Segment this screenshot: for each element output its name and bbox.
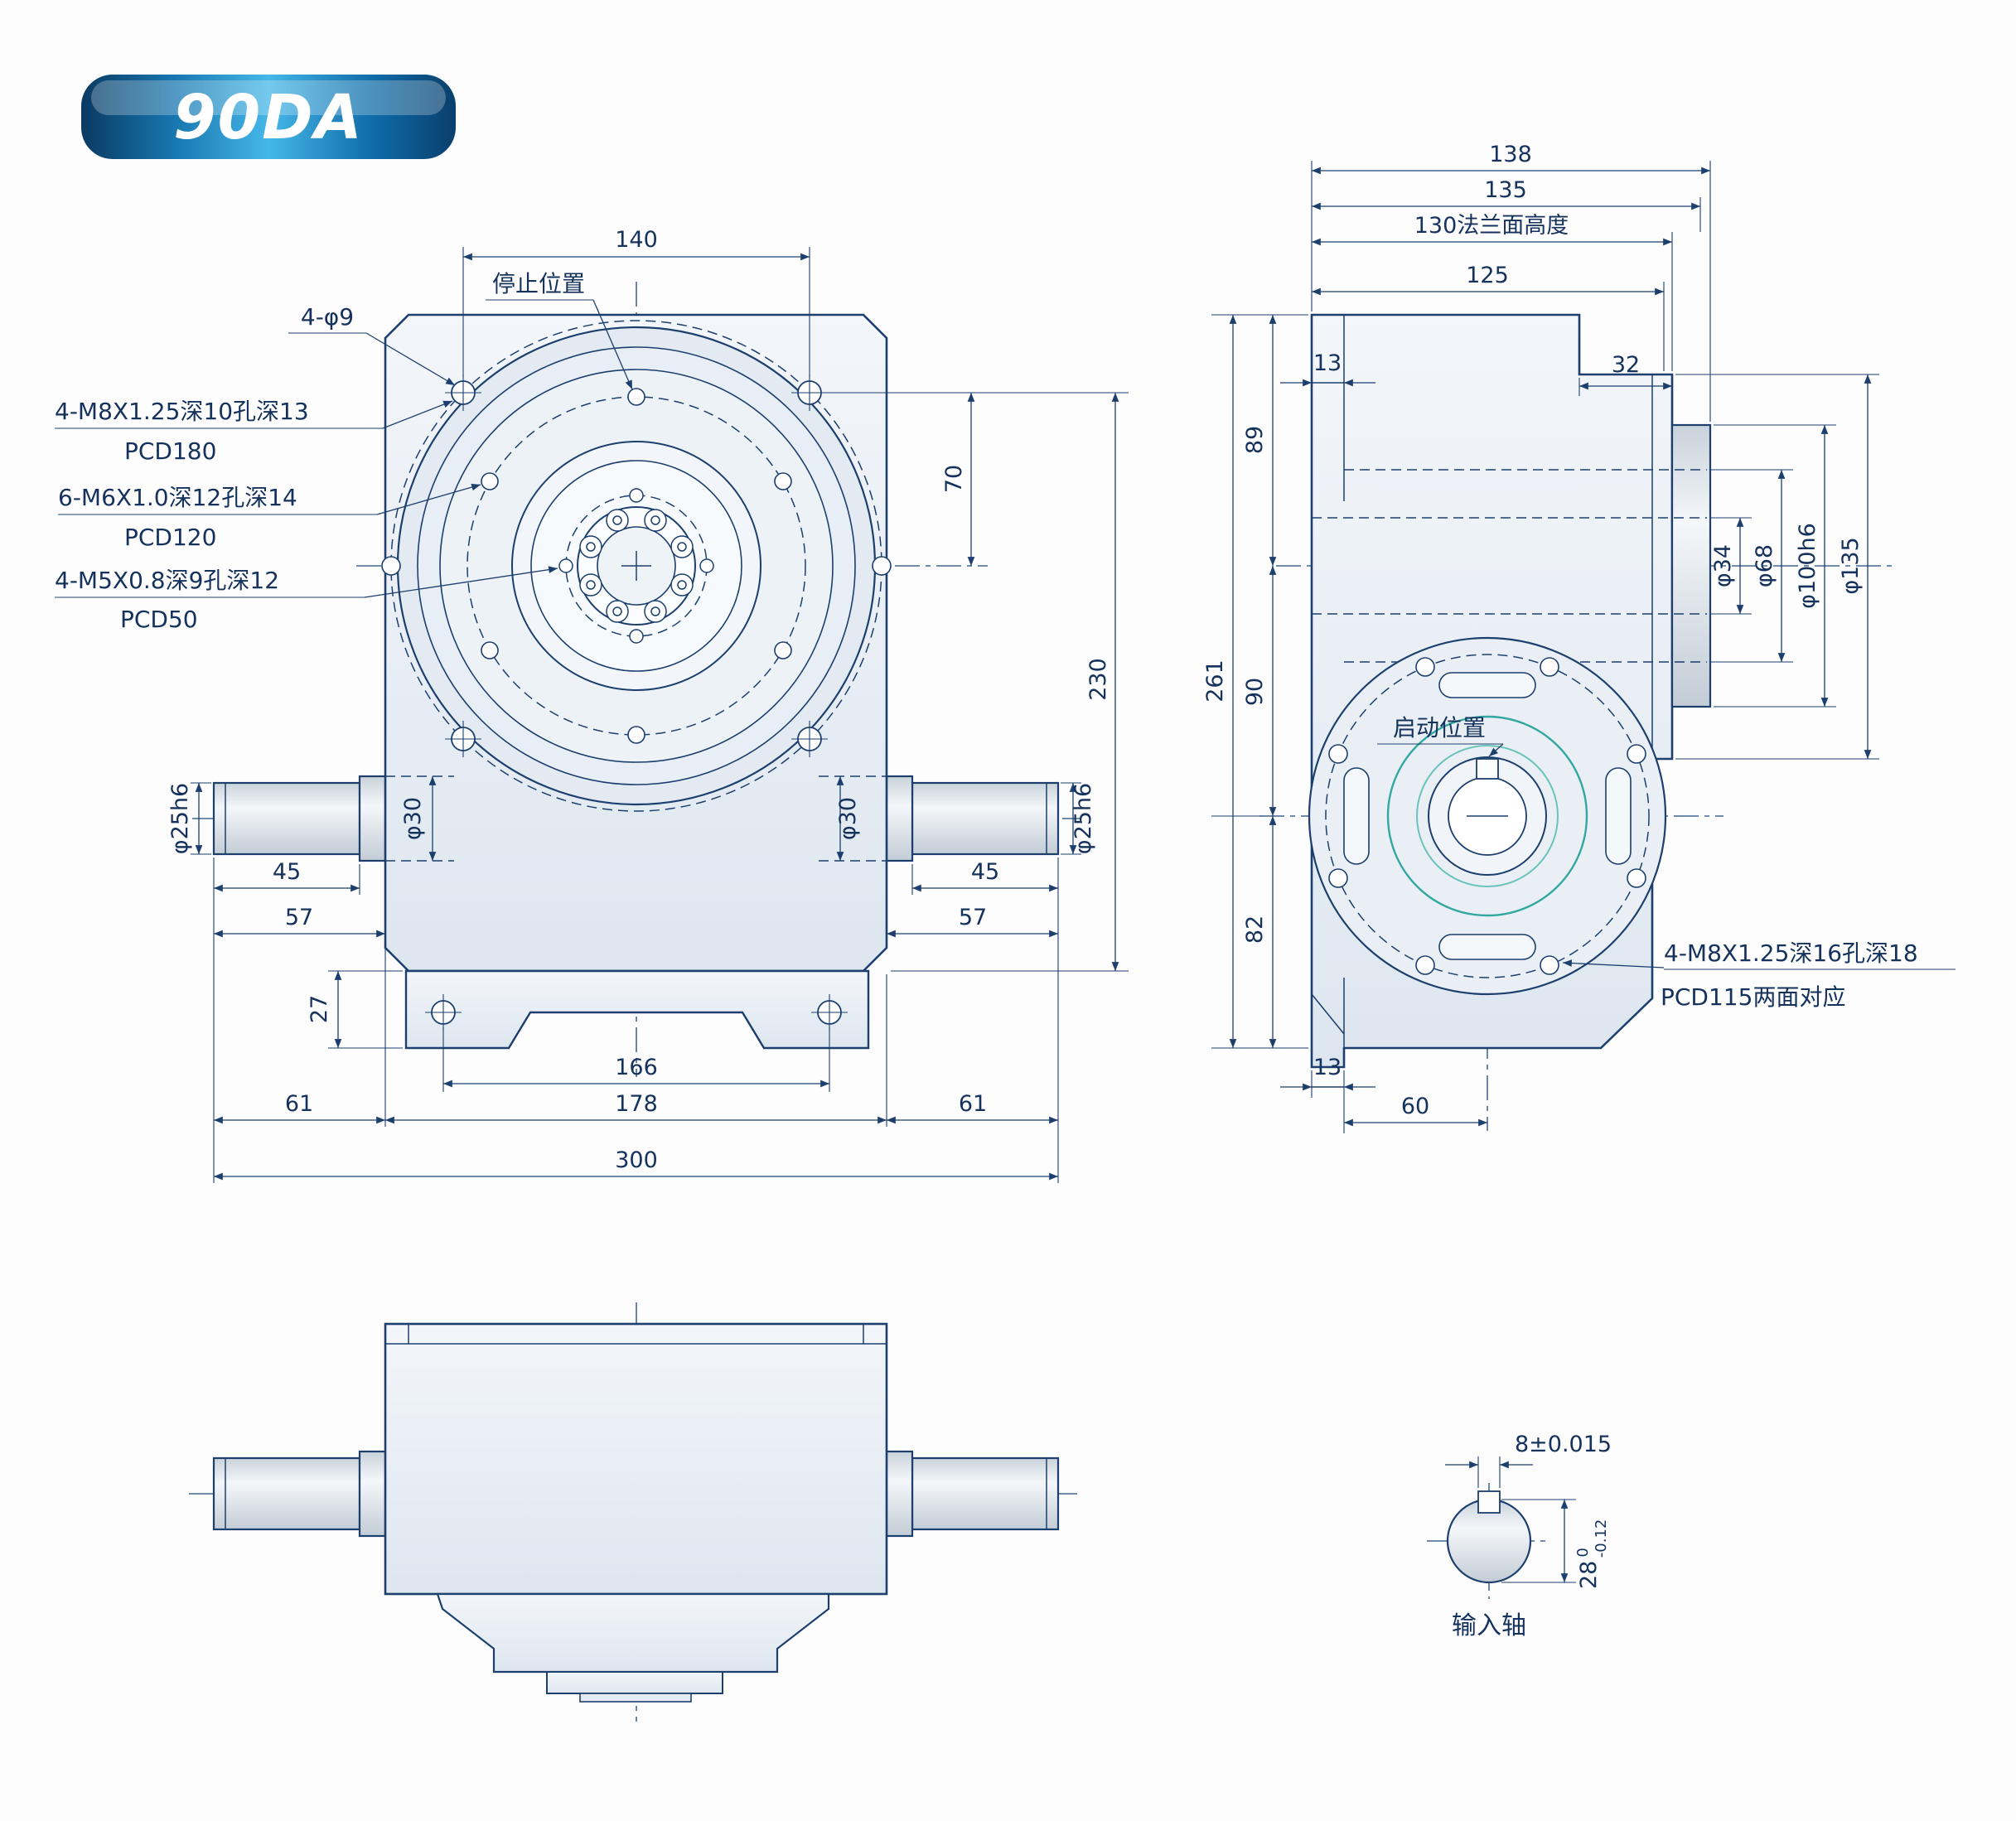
dim-300: 300 — [615, 1147, 658, 1173]
callout-m6-pcd: PCD120 — [124, 524, 216, 551]
callout-m5-pcd: PCD50 — [120, 606, 198, 633]
front-left-shaft — [212, 775, 387, 862]
dim-dia100h6: φ100h6 — [1795, 523, 1820, 609]
dim-left-hub-dia: φ30 — [400, 797, 426, 840]
dim-138: 138 — [1489, 142, 1532, 167]
dim-left-61: 61 — [285, 1091, 313, 1117]
dim-dia34: φ34 — [1710, 544, 1736, 587]
dim-13-top: 13 — [1313, 350, 1342, 376]
front-view: 140 停止位置 4-φ9 4-M8X1.25深10孔深13 PCD180 6-… — [55, 227, 1129, 1183]
dim-90: 90 — [1242, 678, 1268, 706]
bottom-left-shaft — [212, 1450, 387, 1538]
bottom-view — [189, 1302, 1077, 1722]
dim-shaft-dia-tol-lower: -0.12 — [1593, 1519, 1610, 1558]
dim-32: 32 — [1612, 352, 1640, 378]
front-right-shaft — [885, 775, 1060, 862]
dim-261: 261 — [1202, 659, 1228, 703]
dim-130-flange: 130法兰面高度 — [1414, 213, 1569, 239]
callout-stop-position: 停止位置 — [492, 270, 585, 297]
dim-70: 70 — [941, 465, 967, 493]
dim-right-61: 61 — [959, 1091, 987, 1117]
dim-shaft-dia-value: 28 — [1576, 1561, 1602, 1589]
input-shaft-label: 输入轴 — [1452, 1611, 1526, 1640]
callout-m8-spec: 4-M8X1.25深10孔深13 — [55, 398, 309, 425]
front-base — [404, 969, 870, 1050]
dim-27: 27 — [307, 995, 332, 1023]
dim-82: 82 — [1242, 915, 1268, 944]
input-shaft-keyway — [1477, 1490, 1501, 1514]
dim-keyway-width: 8±0.015 — [1515, 1432, 1612, 1457]
front-pcd120-holes — [481, 388, 792, 744]
callout-corner-holes: 4-φ9 — [301, 303, 354, 331]
callout-m5-spec: 4-M5X0.8深9孔深12 — [55, 567, 279, 594]
side-view: 启动位置 4-M8X1.25深16孔深18 PCD115两面对应 138 135… — [1202, 142, 1956, 1133]
dim-right-57: 57 — [959, 905, 987, 930]
dim-60: 60 — [1401, 1094, 1429, 1119]
dim-178: 178 — [615, 1091, 658, 1117]
dim-shaft-dia-tol-upper: 0 — [1574, 1548, 1592, 1557]
dim-left-shaft-dia: φ25h6 — [167, 783, 193, 854]
dim-135: 135 — [1484, 177, 1527, 203]
dim-13-bottom: 13 — [1313, 1055, 1342, 1080]
bottom-body — [384, 1322, 888, 1596]
callout-m8-pcd: PCD180 — [124, 437, 216, 465]
dim-shaft-dia: 28 0-0.12 — [1574, 1519, 1610, 1589]
side-input-boss — [1308, 636, 1667, 996]
side-output-cylinder — [1670, 423, 1712, 708]
callout-side-m8-pcd: PCD115两面对应 — [1661, 983, 1845, 1011]
dim-89: 89 — [1242, 426, 1268, 454]
dim-140: 140 — [615, 227, 658, 253]
callout-start-position: 启动位置 — [1393, 714, 1486, 741]
callout-m6-spec: 6-M6X1.0深12孔深14 — [58, 484, 297, 511]
model-badge-label: 90DA — [173, 82, 364, 153]
dim-left-45: 45 — [273, 859, 301, 885]
dim-right-shaft-dia: φ25h6 — [1071, 783, 1096, 854]
dim-left-57: 57 — [285, 905, 313, 930]
model-badge: 90DA — [81, 75, 456, 159]
dim-dia135: φ135 — [1838, 537, 1864, 594]
front-center-bolt-ring — [579, 509, 694, 623]
front-pcd50-holes — [558, 488, 714, 644]
input-shaft-detail: 8±0.015 28 0-0.12 输入轴 — [1427, 1432, 1612, 1640]
dim-230: 230 — [1085, 658, 1111, 701]
bottom-housing-boss — [436, 1592, 830, 1674]
callout-side-m8-spec: 4-M8X1.25深16孔深18 — [1664, 939, 1918, 967]
dim-166: 166 — [615, 1055, 658, 1080]
dim-125: 125 — [1466, 263, 1509, 288]
bottom-right-shaft — [885, 1450, 1060, 1538]
dim-dia68: φ68 — [1752, 544, 1777, 587]
dim-right-45: 45 — [971, 859, 999, 885]
dim-right-hub-dia: φ30 — [835, 797, 861, 840]
front-corner-bolt-holes — [381, 374, 892, 757]
